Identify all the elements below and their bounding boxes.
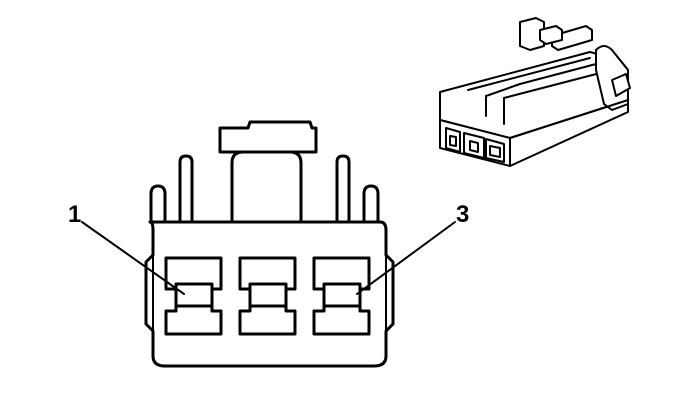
lock-stem: [230, 150, 303, 222]
terminal-cavity-2: [238, 256, 297, 336]
connector-isometric-view: [439, 17, 631, 167]
rail-inner-left: [178, 154, 194, 222]
lock-tab: [218, 120, 318, 154]
connector-face-view: 1 3: [68, 120, 469, 368]
terminal-cavity-3: [312, 256, 371, 336]
callout-label-1: 1: [68, 201, 81, 228]
callout-leader-1: [81, 221, 185, 295]
callout-leader-3: [356, 221, 456, 295]
rail-outer-right: [362, 184, 380, 222]
rail-outer-left: [149, 184, 167, 222]
rail-inner-right: [335, 154, 351, 222]
callout-label-3: 3: [456, 201, 469, 228]
